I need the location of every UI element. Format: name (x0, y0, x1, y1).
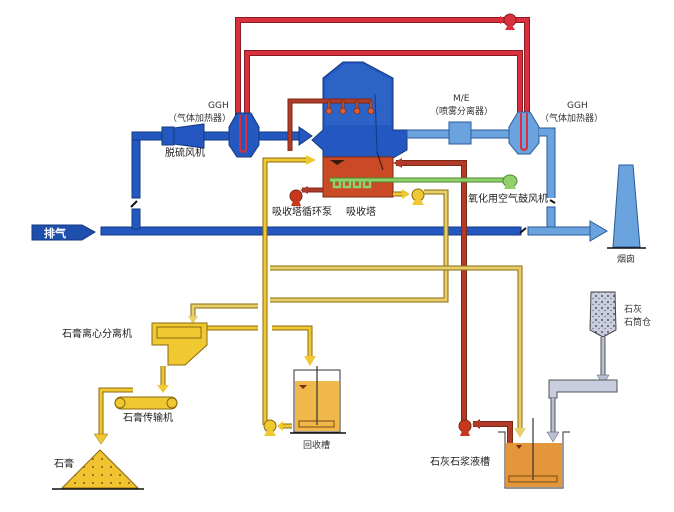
heat-medium-loop (235, 13, 530, 150)
gypsum-centrifuge-label: 石膏离心分离机 (62, 327, 132, 340)
gypsum-conveyor-icon (93, 387, 178, 445)
oxidation-air-blower-icon (502, 174, 518, 189)
damper-icon (130, 200, 138, 208)
circulation-piping (289, 158, 513, 470)
absorber-tower (287, 61, 408, 198)
desulfur-fan-label: 脱硫风机 (165, 146, 205, 159)
chimney-icon (607, 164, 646, 249)
slurry-piping (188, 155, 526, 438)
ggh-left-icon (228, 112, 260, 158)
recovery-pump-icon (263, 419, 277, 436)
limestone-silo-icon (546, 291, 618, 443)
damper-icon (549, 199, 556, 204)
limestone-silo-label-1: 石灰 (624, 303, 642, 315)
recovery-tank-icon (290, 366, 346, 434)
absorber-label: 吸收塔 (346, 205, 376, 218)
ggh-left-code: GGH (208, 101, 229, 111)
circulation-pump-icon (289, 189, 303, 206)
ggh-right-code: GGH (567, 101, 588, 111)
exhaust-inlet-arrow (31, 224, 97, 241)
circulation-pump-label: 吸收塔循环泵 (272, 205, 332, 218)
heat-medium-pump-icon (503, 13, 517, 30)
air-sparger-icon (332, 181, 372, 189)
spray-nozzles-icon (325, 100, 375, 115)
limestone-slurry-tank-label: 石灰石浆液槽 (430, 455, 490, 468)
recovery-tank-label: 回收槽 (303, 439, 330, 451)
me-code: M/E (453, 94, 470, 104)
bleed-pump-icon (411, 188, 425, 205)
absorber-sump (322, 156, 394, 198)
me-name: （喷雾分离器） (430, 105, 493, 117)
gypsum-label: 石膏 (54, 457, 74, 470)
oxidation-air-piping (382, 174, 518, 189)
desulfur-fan-icon (161, 123, 205, 149)
ggh-right-icon (508, 111, 540, 155)
flue-gas-inlet-duct: 排气 (31, 112, 522, 241)
gypsum-conveyor-label: 石膏传输机 (123, 411, 173, 424)
limestone-slurry-tank-icon (498, 418, 570, 489)
damper-icon (519, 227, 527, 234)
gypsum-centrifuge-icon (151, 322, 208, 393)
gypsum-pile-icon (52, 449, 144, 490)
oxidation-fan-label: 氧化用空气鼓风机 (468, 192, 548, 205)
limestone-silo-label-2: 石筒仓 (624, 316, 651, 328)
arrow-icon (298, 126, 313, 146)
clean-gas-duct (406, 111, 608, 242)
exhaust-label: 排气 (44, 226, 66, 240)
bypass-duct (100, 226, 522, 236)
ggh-left-name: （气体加热器） (168, 112, 231, 124)
ggh-right-name: （气体加热器） (540, 112, 603, 124)
slurry-feed-pump-icon (458, 419, 472, 436)
mist-eliminator-icon (448, 121, 472, 145)
chimney-label: 烟囱 (617, 253, 635, 265)
